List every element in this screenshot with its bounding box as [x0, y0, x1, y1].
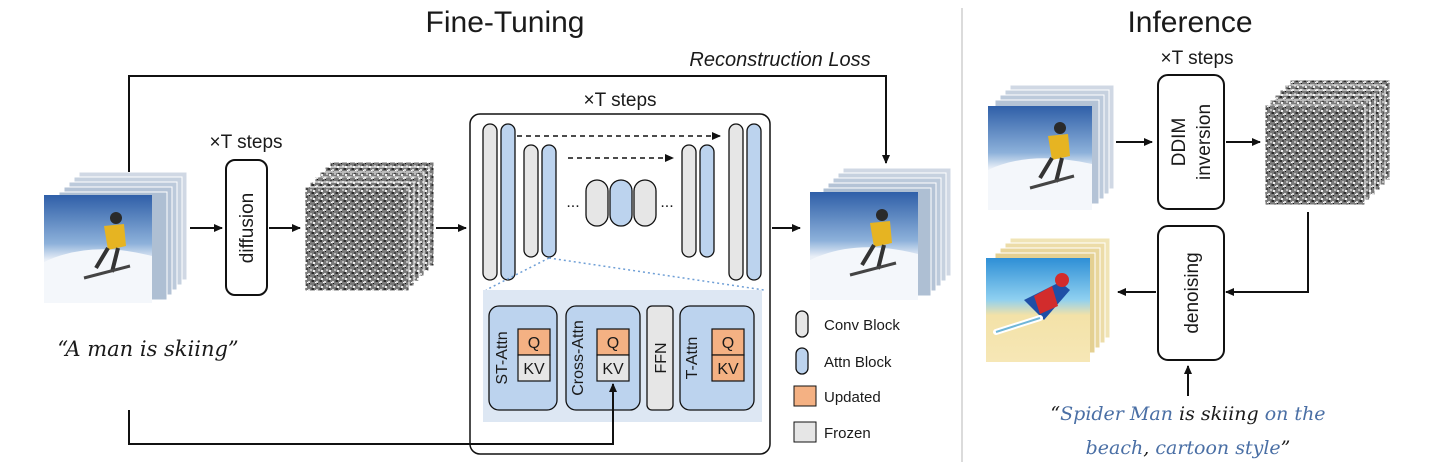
prompt-beach: beach — [1086, 437, 1144, 459]
legend-frozen-swatch — [793, 421, 817, 443]
conv-block — [633, 179, 657, 227]
zoom-line-left — [485, 257, 550, 291]
kv-frozen-cell — [596, 354, 630, 382]
reconstruction-loss-arrow — [128, 75, 890, 172]
legend-attn-label: Attn Block — [824, 354, 892, 371]
inference-steps-label: ×T steps — [1160, 48, 1233, 69]
attn-block — [500, 123, 516, 281]
t-attn-label: T-Attn — [684, 337, 701, 380]
legend-updated-swatch — [793, 385, 817, 407]
attn-block — [541, 144, 557, 258]
output-video-stack — [810, 167, 952, 300]
inference-noise-stack — [1264, 79, 1391, 206]
diffusion-label: diffusion — [237, 193, 258, 263]
conv-block — [482, 123, 498, 281]
prompt-is-skiing: is skiing — [1173, 403, 1265, 425]
ski-frame-image — [44, 195, 152, 303]
attn-block — [609, 179, 633, 227]
attn-block — [699, 144, 715, 258]
inference-title: Inference — [1127, 6, 1252, 39]
conv-block — [681, 144, 697, 258]
legend-conv-swatch — [795, 310, 809, 338]
conv-block — [728, 123, 744, 281]
q-label: Q — [528, 335, 540, 352]
ellipsis-right: ... — [660, 194, 673, 211]
ellipsis-left: ... — [566, 194, 579, 211]
conv-block — [585, 179, 609, 227]
ffn-block: FFN — [646, 305, 674, 411]
cross-attn-block: Cross-Attn Q KV — [565, 305, 641, 411]
unet-steps-label: ×T steps — [583, 90, 656, 111]
kv-frozen-cell — [517, 354, 551, 382]
ski-frame-image — [988, 106, 1092, 210]
legend-updated-label: Updated — [824, 389, 881, 406]
kv-label: KV — [717, 361, 739, 378]
q-updated-cell — [517, 328, 551, 356]
diffusion-steps-label: ×T steps — [209, 132, 282, 153]
prompt-to-cross-attn-arrow — [128, 383, 617, 445]
inference-prompt-line2: beach, cartoon style” — [1086, 437, 1291, 459]
st-attn-label: ST-Attn — [494, 331, 511, 384]
t-attn-block: T-Attn Q KV — [679, 305, 755, 411]
prompt-on-the: on the — [1265, 403, 1326, 425]
prompt-comma: , — [1143, 437, 1155, 459]
legend-frozen-label: Frozen — [824, 425, 871, 442]
ddim-label: DDIM — [1169, 118, 1190, 167]
arrow-to-denoising — [1225, 212, 1309, 296]
prompt-cartoon-style: cartoon style — [1155, 437, 1280, 459]
legend-attn-swatch — [795, 347, 809, 375]
inference-input-stack — [988, 84, 1115, 210]
unet-frame: ... ... ST-Attn Q KV — [469, 113, 771, 455]
st-attn-block: ST-Attn Q KV — [488, 305, 558, 411]
legend-conv-label: Conv Block — [824, 317, 900, 334]
kv-label: KV — [602, 361, 624, 378]
attn-block — [746, 123, 762, 281]
zoom-line-right — [548, 257, 765, 291]
noise-latent-stack — [304, 161, 435, 292]
prompt-close-quote: ” — [1281, 437, 1291, 459]
ddim-inversion-box: DDIM inversion — [1157, 74, 1225, 210]
denoising-box: denoising — [1157, 225, 1225, 361]
legend: Conv Block Attn Block Updated Frozen — [793, 310, 900, 443]
ffn-label: FFN — [653, 342, 670, 373]
q-updated-cell — [596, 328, 630, 356]
denoising-label: denoising — [1182, 252, 1203, 333]
fine-tuning-title: Fine-Tuning — [426, 6, 585, 39]
cross-attn-label: Cross-Attn — [570, 320, 587, 396]
reconstruction-loss-label: Reconstruction Loss — [689, 49, 870, 71]
q-label: Q — [607, 335, 619, 352]
prompt-spider-man: Spider Man — [1060, 403, 1173, 425]
kv-updated-cell — [711, 354, 745, 382]
fine-tuning-prompt: “A man is skiing” — [57, 337, 238, 361]
spiderman-beach-frame-image — [986, 258, 1090, 362]
inversion-label: inversion — [1194, 104, 1215, 180]
kv-label: KV — [523, 361, 545, 378]
conv-block — [523, 144, 539, 258]
inference-prompt-line1: “Spider Man is skiing on the — [1050, 403, 1325, 425]
q-label: Q — [722, 335, 734, 352]
diffusion-box: diffusion — [225, 159, 268, 296]
inference-output-stack — [986, 237, 1111, 362]
ski-frame-image — [810, 192, 918, 300]
prompt-open-quote: “ — [1050, 403, 1060, 425]
input-video-stack — [44, 171, 188, 303]
